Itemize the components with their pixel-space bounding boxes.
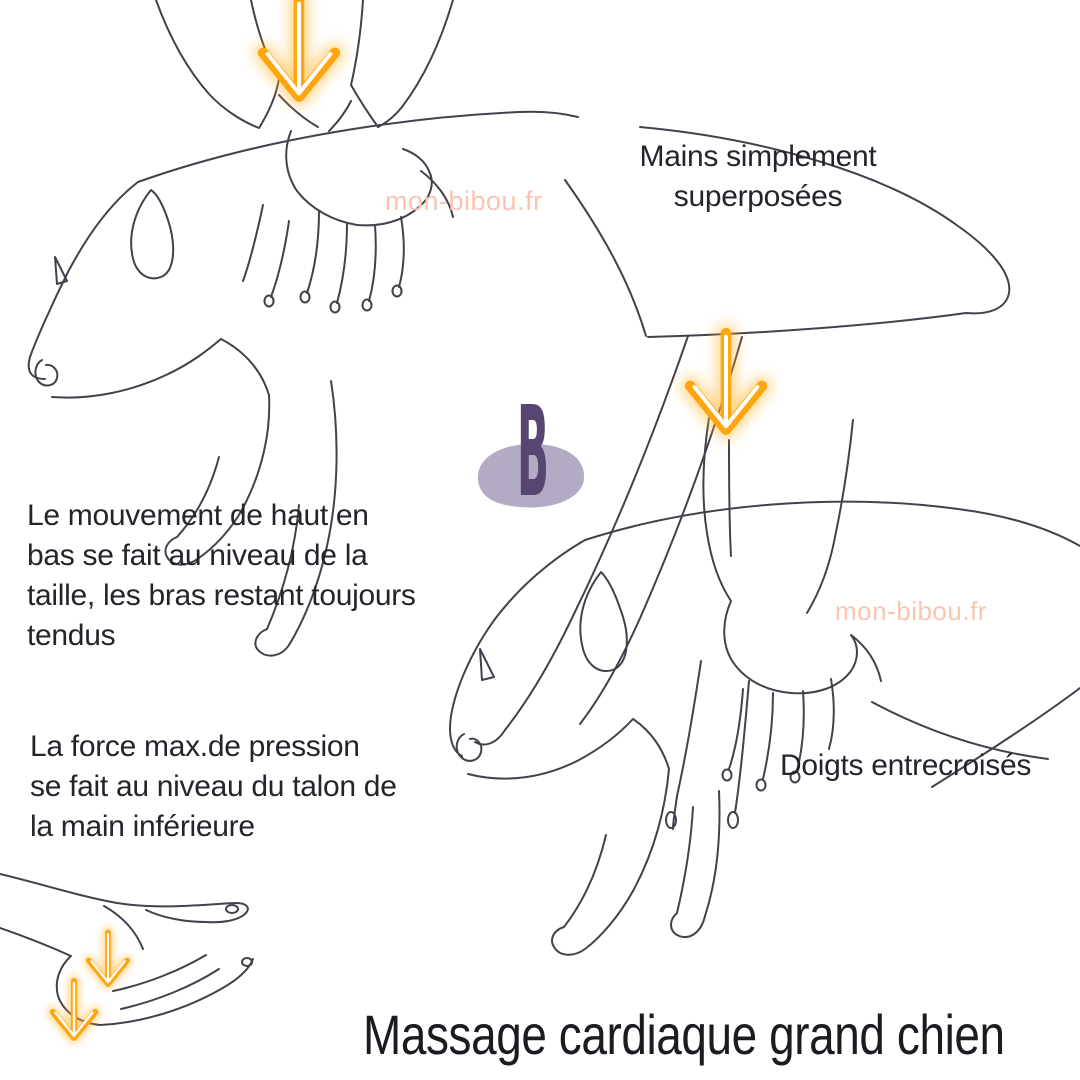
logo-letter: B — [517, 378, 549, 524]
watermark-bottom: mon-bibou.fr — [835, 596, 987, 626]
note-movement: Le mouvement de haut en bas se fait au n… — [27, 499, 416, 652]
illustration-dog-superposed-hands — [27, 0, 1011, 746]
illustration-hand-heel — [0, 873, 254, 1026]
down-arrow-icon — [263, 0, 335, 96]
page-title: Massage cardiaque grand chien — [363, 1003, 1005, 1066]
watermark-top: mon-bibou.fr — [385, 186, 543, 216]
rescuer-interlocked-hand — [665, 417, 882, 830]
note-hands-superposed: Mains simplement superposées — [639, 140, 877, 213]
note-fingers-interlocked: Doigts entrecroisés — [780, 749, 1032, 782]
rescuer-superposed-hands — [155, 0, 454, 314]
illustration-dog-interlocked-fingers — [449, 417, 1080, 956]
brand-logo: B — [477, 378, 585, 524]
down-arrow-icon — [690, 333, 762, 429]
down-arrow-icon — [89, 932, 127, 984]
note-force: La force max.de pression se fait au nive… — [30, 730, 397, 843]
logo-blob — [477, 444, 585, 508]
down-arrow-icon — [53, 981, 95, 1038]
